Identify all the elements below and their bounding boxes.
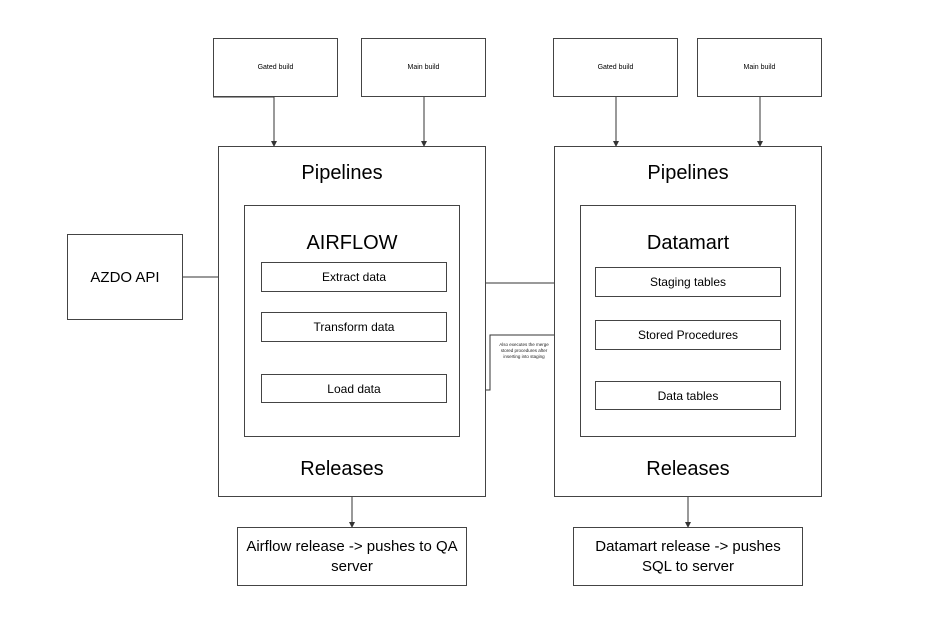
edge-left-gated-to-pipelines: [213, 96, 277, 147]
data-tables-label: Data tables: [657, 388, 719, 403]
load-data-node: [261, 374, 447, 403]
datamart-title: Datamart: [646, 231, 730, 254]
airflow-title: AIRFLOW: [306, 231, 398, 254]
left-main-build-label: Main build: [407, 64, 440, 71]
data-tables-node: [595, 381, 781, 410]
transform-data-node: [261, 312, 447, 342]
edge-annotation: Also executes the merge stored procedure…: [499, 342, 549, 359]
stored-procedures-node: [595, 320, 781, 350]
staging-tables-label: Staging tables: [649, 275, 727, 289]
left-gated-build-label: Gated build: [257, 64, 294, 71]
right-pipelines-title: Pipelines: [647, 161, 729, 184]
right-main-build-label: Main build: [743, 64, 776, 71]
transform-data-label: Transform data: [313, 320, 395, 334]
left-main-build-node: [361, 38, 486, 97]
datamart-release-node: [573, 527, 803, 586]
azdo-api-label: AZDO API: [90, 268, 160, 286]
load-data-label: Load data: [327, 381, 381, 396]
left-releases-title: Releases: [300, 457, 384, 480]
right-gated-build-node: [553, 38, 678, 97]
stored-procedures-label: Stored Procedures: [637, 328, 739, 342]
left-gated-build-node: [213, 38, 338, 97]
airflow-release-label: Airflow release -> pushes to QA server: [246, 537, 458, 575]
datamart-release-label: Datamart release -> pushes SQL to server: [595, 537, 781, 575]
extract-data-label: Extract data: [321, 270, 387, 284]
right-main-build-node: [697, 38, 822, 97]
airflow-release-node: [237, 527, 467, 586]
right-releases-title: Releases: [646, 457, 730, 480]
left-pipelines-title: Pipelines: [301, 161, 383, 184]
azdo-api-node: [67, 234, 183, 320]
right-gated-build-label: Gated build: [597, 64, 634, 71]
staging-tables-node: [595, 267, 781, 297]
extract-data-node: [261, 262, 447, 292]
